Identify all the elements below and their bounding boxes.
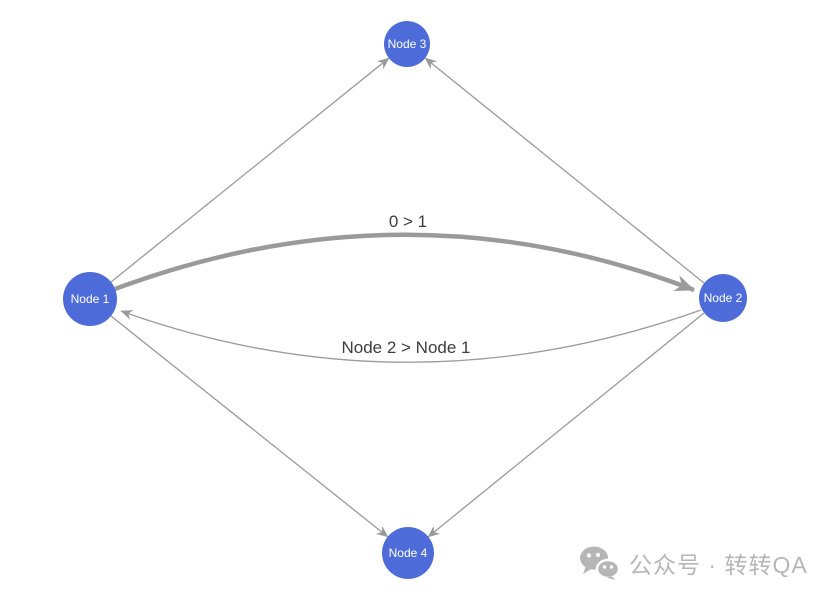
node-3[interactable]: Node 3 <box>384 21 430 67</box>
edge-node2-node3[interactable] <box>424 57 705 284</box>
node-4-label: Node 4 <box>388 546 428 560</box>
node-1-label: Node 1 <box>70 292 110 306</box>
node-2-label: Node 2 <box>703 291 743 305</box>
wechat-icon <box>580 546 621 580</box>
edge-node1-node2-thick[interactable] <box>114 232 695 293</box>
edge-label-node2-node1: Node 2 > Node 1 <box>341 338 470 357</box>
edge-node2-node4[interactable] <box>427 312 705 538</box>
edge-node1-node3[interactable] <box>110 57 390 283</box>
watermark-text: 公众号 · 转转QA <box>629 552 808 578</box>
watermark: 公众号 · 转转QA <box>579 546 808 580</box>
node-4[interactable]: Node 4 <box>382 527 434 579</box>
edge-node1-node4[interactable] <box>110 315 389 538</box>
node-2[interactable]: Node 2 <box>699 274 747 322</box>
node-1[interactable]: Node 1 <box>63 272 117 326</box>
edge-node2-node1-return[interactable] <box>120 309 702 363</box>
edge-label-0-1: 0 > 1 <box>389 212 427 231</box>
node-3-label: Node 3 <box>387 37 427 51</box>
